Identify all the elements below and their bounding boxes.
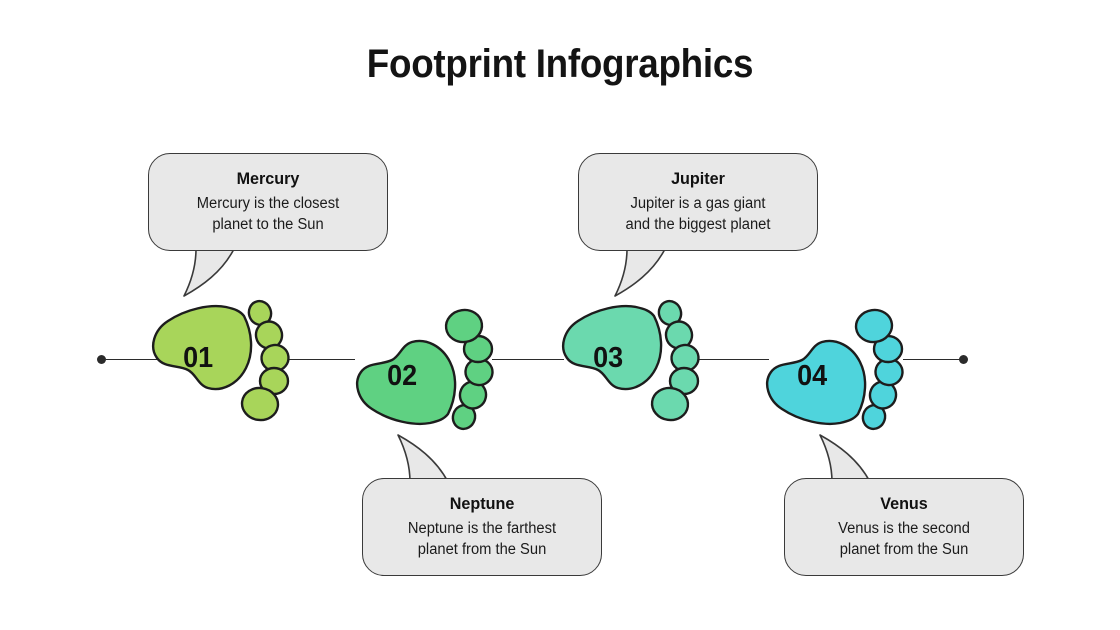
footprint-step-1[interactable]: 01 [148, 299, 298, 422]
timeline-segment-4 [699, 359, 769, 360]
footprint-shape-4 [766, 308, 904, 431]
bubble-mercury[interactable]: Mercury Mercury is the closest planet to… [148, 153, 388, 251]
toe-big-2 [444, 308, 484, 344]
bubble-tail-mercury [183, 246, 249, 297]
bubble-tail-jupiter [614, 246, 680, 297]
bubble-text-jupiter-line1: Jupiter is a gas giant [630, 194, 766, 212]
bubble-text-venus-line2: planet from the Sun [839, 540, 969, 558]
bubble-text-mercury-line2: planet to the Sun [212, 215, 324, 233]
footprint-sole-4 [766, 339, 867, 425]
bubble-neptune[interactable]: Neptune Neptune is the farthest planet f… [362, 478, 602, 576]
bubble-jupiter[interactable]: Jupiter Jupiter is a gas giant and the b… [578, 153, 818, 251]
timeline-segment-3 [492, 359, 564, 360]
footprint-sole-2 [356, 339, 457, 425]
step-number-2: 02 [387, 360, 418, 392]
bubble-title-jupiter: Jupiter [671, 169, 725, 188]
page-title: Footprint Infographics [366, 42, 754, 86]
bubble-tail-neptune [397, 434, 463, 485]
bubble-text-neptune-line2: planet from the Sun [417, 540, 547, 558]
toe-big-4 [854, 308, 894, 344]
toe-big-1 [240, 386, 280, 422]
bubble-text-neptune-line1: Neptune is the farthest [407, 519, 557, 537]
footprint-step-3[interactable]: 03 [558, 299, 708, 422]
bubble-text-jupiter-line2: and the biggest planet [625, 215, 771, 233]
bubble-tail-venus [819, 434, 885, 485]
timeline-segment-5 [903, 359, 961, 360]
bubble-text-venus-line1: Venus is the second [838, 519, 970, 537]
bubble-title-neptune: Neptune [449, 494, 515, 513]
bubble-title-mercury: Mercury [236, 169, 300, 188]
step-number-1: 01 [183, 342, 214, 374]
footprint-shape-2 [356, 308, 494, 431]
footprint-shape-1 [152, 299, 290, 422]
footprint-shape-3 [562, 299, 700, 422]
step-number-3: 03 [593, 342, 624, 374]
bubble-text-mercury-line1: Mercury is the closest [196, 194, 340, 212]
toe-big-3 [650, 386, 690, 422]
bubble-title-venus: Venus [880, 494, 928, 513]
timeline-segment-1 [106, 359, 161, 360]
step-number-4: 04 [797, 360, 828, 392]
timeline-segment-2 [287, 359, 355, 360]
timeline-start-dot [97, 355, 106, 364]
bubble-venus[interactable]: Venus Venus is the second planet from th… [784, 478, 1024, 576]
footprint-sole-3 [562, 305, 663, 391]
footprint-step-4[interactable]: 04 [762, 308, 912, 431]
footprint-sole-1 [152, 305, 253, 391]
footprint-step-2[interactable]: 02 [352, 308, 502, 431]
timeline-end-dot [959, 355, 968, 364]
